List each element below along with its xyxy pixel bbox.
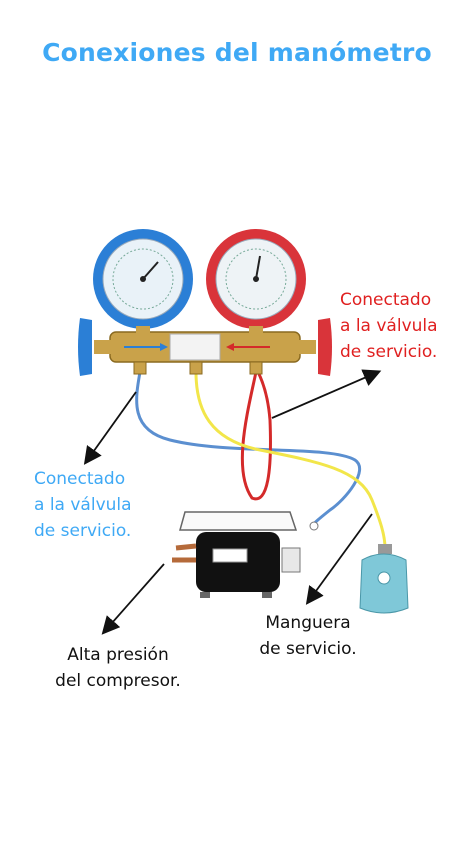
label-compressor-line2: del compresor. bbox=[55, 671, 181, 691]
blue-hose bbox=[135, 371, 362, 527]
label-high-side: Conectado a la válvula de servicio. bbox=[340, 287, 470, 365]
red-hose bbox=[240, 371, 272, 501]
blue-valve-knob bbox=[78, 318, 112, 376]
label-low-side-line1: Conectado bbox=[34, 469, 126, 489]
label-service-hose-line1: Manguera bbox=[265, 613, 351, 633]
arrow-service-hose bbox=[305, 513, 373, 605]
page-title: Conexiones del manómetro bbox=[42, 38, 432, 67]
yellow-hose bbox=[194, 371, 387, 549]
red-pressure-gauge-icon bbox=[206, 229, 306, 334]
compressor-icon bbox=[172, 511, 319, 598]
blue-pressure-gauge-icon bbox=[93, 229, 193, 334]
arrow-compressor bbox=[101, 563, 165, 635]
arrow-high-side bbox=[271, 369, 382, 419]
label-low-side-line2: a la válvula bbox=[34, 495, 132, 515]
label-service-hose: Manguera de servicio. bbox=[238, 610, 378, 662]
arrow-low-side bbox=[83, 391, 137, 465]
label-compressor: Alta presión del compresor. bbox=[28, 642, 208, 694]
label-high-side-line2: a la válvula bbox=[340, 316, 438, 336]
label-service-hose-line2: de servicio. bbox=[259, 639, 357, 659]
manifold-body bbox=[109, 331, 301, 375]
label-high-side-line3: de servicio. bbox=[340, 342, 438, 362]
label-low-side-line3: de servicio. bbox=[34, 521, 132, 541]
label-high-side-line1: Conectado bbox=[340, 290, 432, 310]
red-valve-knob bbox=[298, 318, 332, 376]
refrigerant-cylinder-icon bbox=[359, 544, 409, 614]
label-low-side: Conectado a la válvula de servicio. bbox=[34, 466, 174, 544]
label-compressor-line1: Alta presión bbox=[67, 645, 169, 665]
